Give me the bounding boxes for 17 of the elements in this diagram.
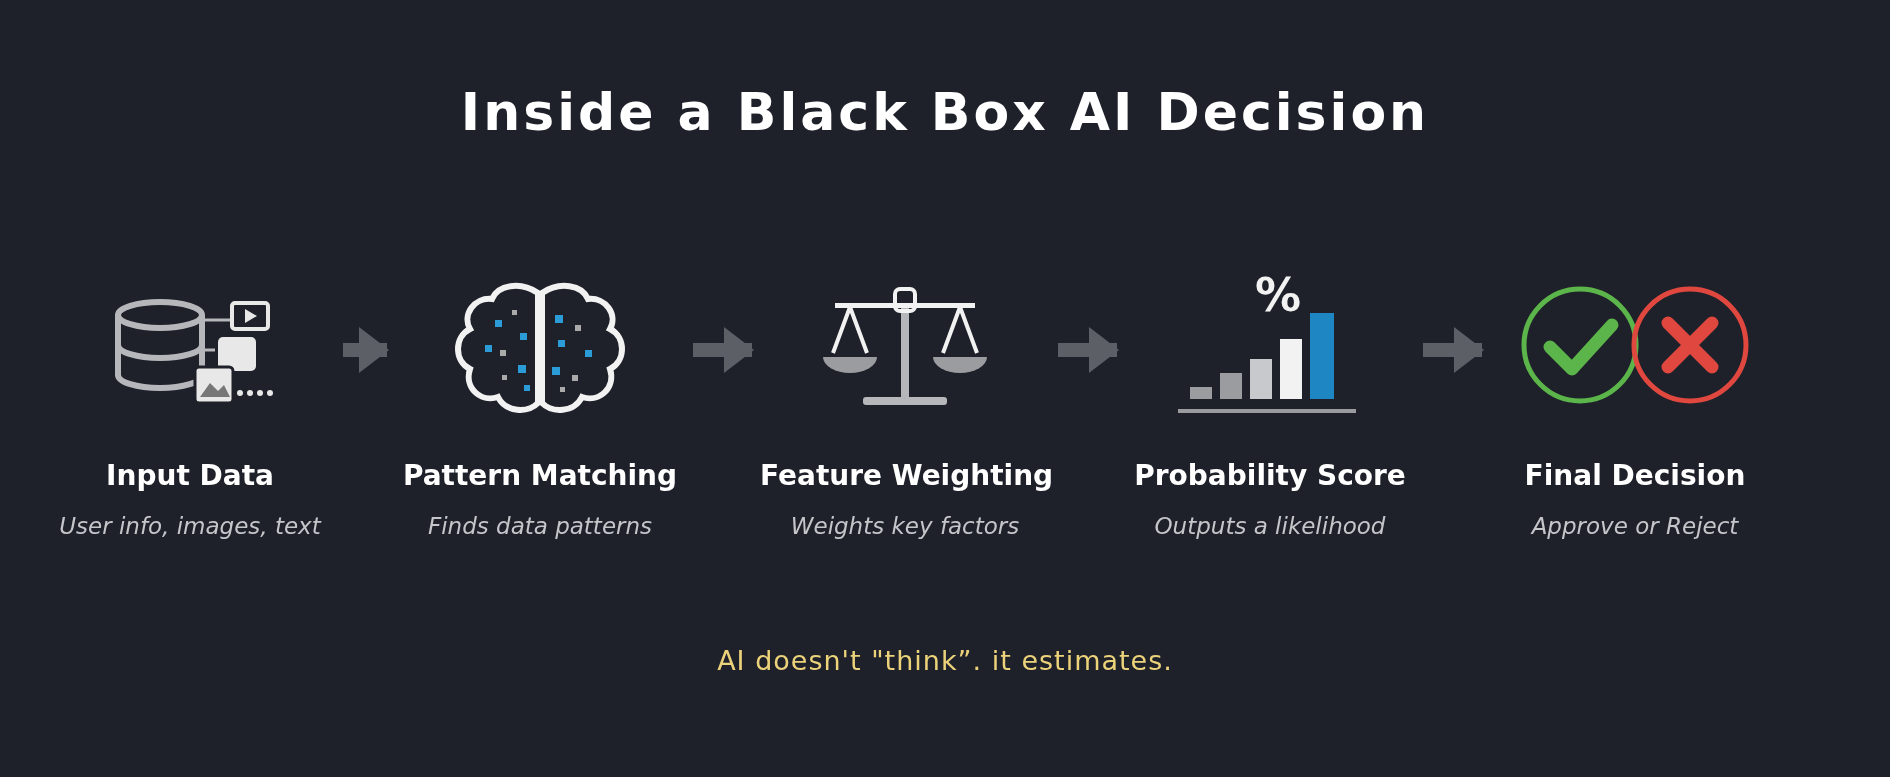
stage-title: Final Decision	[1524, 459, 1746, 492]
stage-title: Pattern Matching	[402, 459, 678, 492]
title: Inside a Black Box AI Decision	[460, 82, 1430, 142]
stage-description: User info, images, text	[59, 513, 321, 539]
caption: AI doesn't "think”. it estimates.	[717, 645, 1173, 676]
stage-title: Input Data	[106, 459, 274, 492]
stage-description: Weights key factors	[790, 513, 1020, 539]
stage-description: Outputs a likelihood	[1154, 513, 1386, 539]
stage-title: Probability Score	[1134, 459, 1406, 492]
stage-description: Finds data patterns	[427, 513, 653, 539]
percent-sign: %	[1255, 268, 1302, 322]
arrow	[343, 327, 389, 373]
stage-description: Approve or Reject	[1531, 513, 1739, 539]
arrow	[693, 327, 754, 373]
stage-title: Feature Weighting	[760, 459, 1054, 492]
arrow	[1423, 327, 1484, 373]
arrow	[1058, 327, 1119, 373]
